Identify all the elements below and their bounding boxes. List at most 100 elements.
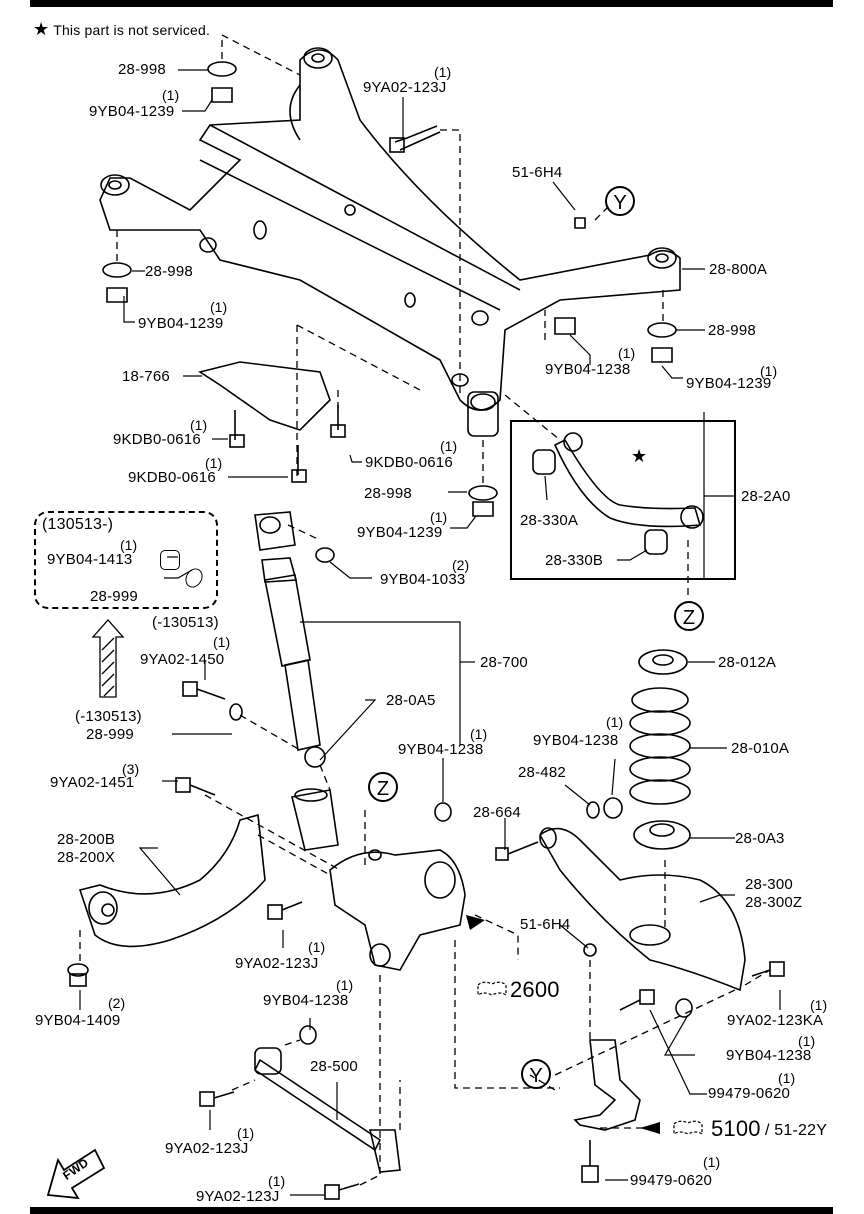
part-9yb04-1238-lower[interactable]: 9YB04-1238	[726, 1047, 812, 1064]
part-28-999[interactable]: 28-999	[86, 726, 134, 743]
part-9ya02-123j-knuckle[interactable]: 9YA02-123J	[235, 955, 319, 972]
part-28-200x[interactable]: 28-200X	[57, 849, 116, 866]
ref-5100[interactable]: 5100	[711, 1116, 761, 1141]
qty-9ya02-1450: (1)	[213, 634, 231, 650]
qty-9yb04-1239-c: (1)	[760, 363, 778, 379]
qty-9yb04-1239-d: (1)	[430, 509, 448, 525]
book-icon-5100	[673, 1120, 703, 1136]
part-9yb04-1409[interactable]: 9YB04-1409	[35, 1012, 121, 1029]
qty-9kdb0-0616-b: (1)	[205, 455, 223, 471]
part-9kdb0-0616-a[interactable]: 9KDB0-0616	[113, 431, 201, 448]
part-99479-0620-b[interactable]: 99479-0620	[630, 1172, 713, 1189]
part-28-482[interactable]: 28-482	[518, 764, 566, 781]
part-51-6h4-top[interactable]: 51-6H4	[512, 164, 563, 181]
part-9ya02-1451[interactable]: 9YA02-1451	[50, 774, 135, 791]
note-text: This part is not serviced.	[53, 22, 211, 38]
part-9yb04-1238-spring[interactable]: 9YB04-1238	[533, 732, 619, 749]
callout-z-right[interactable]: Z	[674, 601, 704, 631]
date-variant-box	[34, 511, 218, 609]
part-28-664[interactable]: 28-664	[473, 804, 521, 821]
part-28-0a3[interactable]: 28-0A3	[735, 830, 785, 847]
part-9ya02-1450[interactable]: 9YA02-1450	[140, 651, 225, 668]
part-9yb04-1413[interactable]: 9YB04-1413	[47, 551, 133, 568]
part-28-998-a[interactable]: 28-998	[118, 61, 166, 78]
qty-9yb04-1413: (1)	[120, 537, 138, 553]
fwd-arrow-shape	[46, 1148, 106, 1200]
qty-9ya02-123ka: (1)	[810, 997, 828, 1013]
part-28-500[interactable]: 28-500	[310, 1058, 358, 1075]
part-28-300z[interactable]: 28-300Z	[745, 894, 803, 911]
part-28-300[interactable]: 28-300	[745, 876, 793, 893]
upper-arm-kit-box	[510, 420, 736, 580]
part-9yb04-1238-link[interactable]: 9YB04-1238	[263, 992, 349, 1009]
part-28-998-c[interactable]: 28-998	[708, 322, 756, 339]
part-28-200b[interactable]: 28-200B	[57, 831, 116, 848]
qty-9kdb0-0616-c: (1)	[440, 438, 458, 454]
part-9yb04-1238-top[interactable]: 9YB04-1238	[545, 361, 631, 378]
part-9yb04-1239-b[interactable]: 9YB04-1239	[138, 315, 224, 332]
part-28-800a[interactable]: 28-800A	[709, 261, 768, 278]
callout-y-bottom[interactable]: Y	[521, 1059, 551, 1089]
bottom-border	[30, 1207, 833, 1214]
qty-99479-0620-b: (1)	[703, 1154, 721, 1170]
ref-2600[interactable]: 2600	[510, 977, 560, 1002]
qty-9ya02-1451: (3)	[122, 761, 140, 777]
callout-z-mid[interactable]: Z	[368, 772, 398, 802]
date-code-until-b: (-130513)	[75, 708, 142, 725]
part-9ya02-123j-link-b[interactable]: 9YA02-123J	[196, 1188, 280, 1205]
date-code-until-a: (-130513)	[152, 614, 219, 631]
hatched-arrow	[91, 619, 125, 698]
book-icon-2600	[477, 981, 507, 997]
part-28-700[interactable]: 28-700	[480, 654, 528, 671]
part-9ya02-123j-link-a[interactable]: 9YA02-123J	[165, 1140, 249, 1157]
qty-9yb04-1238-lower: (1)	[798, 1033, 816, 1049]
qty-9kdb0-0616-a: (1)	[190, 417, 208, 433]
qty-9yb04-1238-link: (1)	[336, 977, 354, 993]
part-28-010a[interactable]: 28-010A	[731, 740, 790, 757]
star-icon: ★	[33, 19, 50, 39]
part-9kdb0-0616-b[interactable]: 9KDB0-0616	[128, 469, 216, 486]
part-9yb04-1239-d[interactable]: 9YB04-1239	[357, 524, 443, 541]
part-9yb04-1033[interactable]: 9YB04-1033	[380, 571, 466, 588]
qty-9yb04-1238-knuckle: (1)	[470, 726, 488, 742]
qty-9yb04-1239-a: (1)	[162, 87, 180, 103]
qty-9ya02-123j-top: (1)	[434, 64, 452, 80]
part-9ya02-123j-top[interactable]: 9YA02-123J	[363, 79, 447, 96]
nut-9yb04-1413-icon	[160, 550, 180, 570]
part-9yb04-1238-knuckle[interactable]: 9YB04-1238	[398, 741, 484, 758]
part-28-998-b[interactable]: 28-998	[145, 263, 193, 280]
part-9kdb0-0616-c[interactable]: 9KDB0-0616	[365, 454, 453, 471]
part-9ya02-123ka[interactable]: 9YA02-123KA	[727, 1012, 824, 1029]
part-28-998-d[interactable]: 28-998	[364, 485, 412, 502]
part-99479-0620-a[interactable]: 99479-0620	[708, 1085, 791, 1102]
top-border	[30, 0, 833, 7]
part-9yb04-1239-a[interactable]: 9YB04-1239	[89, 103, 175, 120]
part-28-330b[interactable]: 28-330B	[545, 552, 604, 569]
crossmember-drawing	[99, 47, 681, 437]
part-28-012a[interactable]: 28-012A	[718, 654, 777, 671]
date-code-from: (130513-)	[42, 516, 114, 533]
part-51-6h4-bottom[interactable]: 51-6H4	[520, 916, 571, 933]
qty-9ya02-123j-link-a: (1)	[237, 1125, 255, 1141]
part-9yb04-1239-c[interactable]: 9YB04-1239	[686, 375, 772, 392]
part-28-0a5[interactable]: 28-0A5	[386, 692, 436, 709]
qty-9yb04-1409: (2)	[108, 995, 126, 1011]
part-18-766[interactable]: 18-766	[122, 368, 170, 385]
qty-9ya02-123j-link-b: (1)	[268, 1173, 286, 1189]
qty-99479-0620-a: (1)	[778, 1070, 796, 1086]
ref-51-22y[interactable]: / 51-22Y	[765, 1122, 828, 1139]
not-serviced-note: ★ This part is not serviced.	[33, 19, 211, 39]
sensor-ref-arrow	[640, 1122, 660, 1134]
knuckle-ref-arrow	[466, 915, 485, 930]
not-serviced-star-icon: ★	[631, 446, 648, 466]
qty-9yb04-1238-top: (1)	[618, 345, 636, 361]
part-28-999-box[interactable]: 28-999	[90, 588, 138, 605]
callout-y-top[interactable]: Y	[605, 186, 635, 216]
part-28-2a0[interactable]: 28-2A0	[741, 488, 791, 505]
qty-9yb04-1239-b: (1)	[210, 299, 228, 315]
qty-9yb04-1238-spring: (1)	[606, 714, 624, 730]
qty-9ya02-123j-knuckle: (1)	[308, 939, 326, 955]
qty-9yb04-1033: (2)	[452, 557, 470, 573]
part-28-330a[interactable]: 28-330A	[520, 512, 579, 529]
